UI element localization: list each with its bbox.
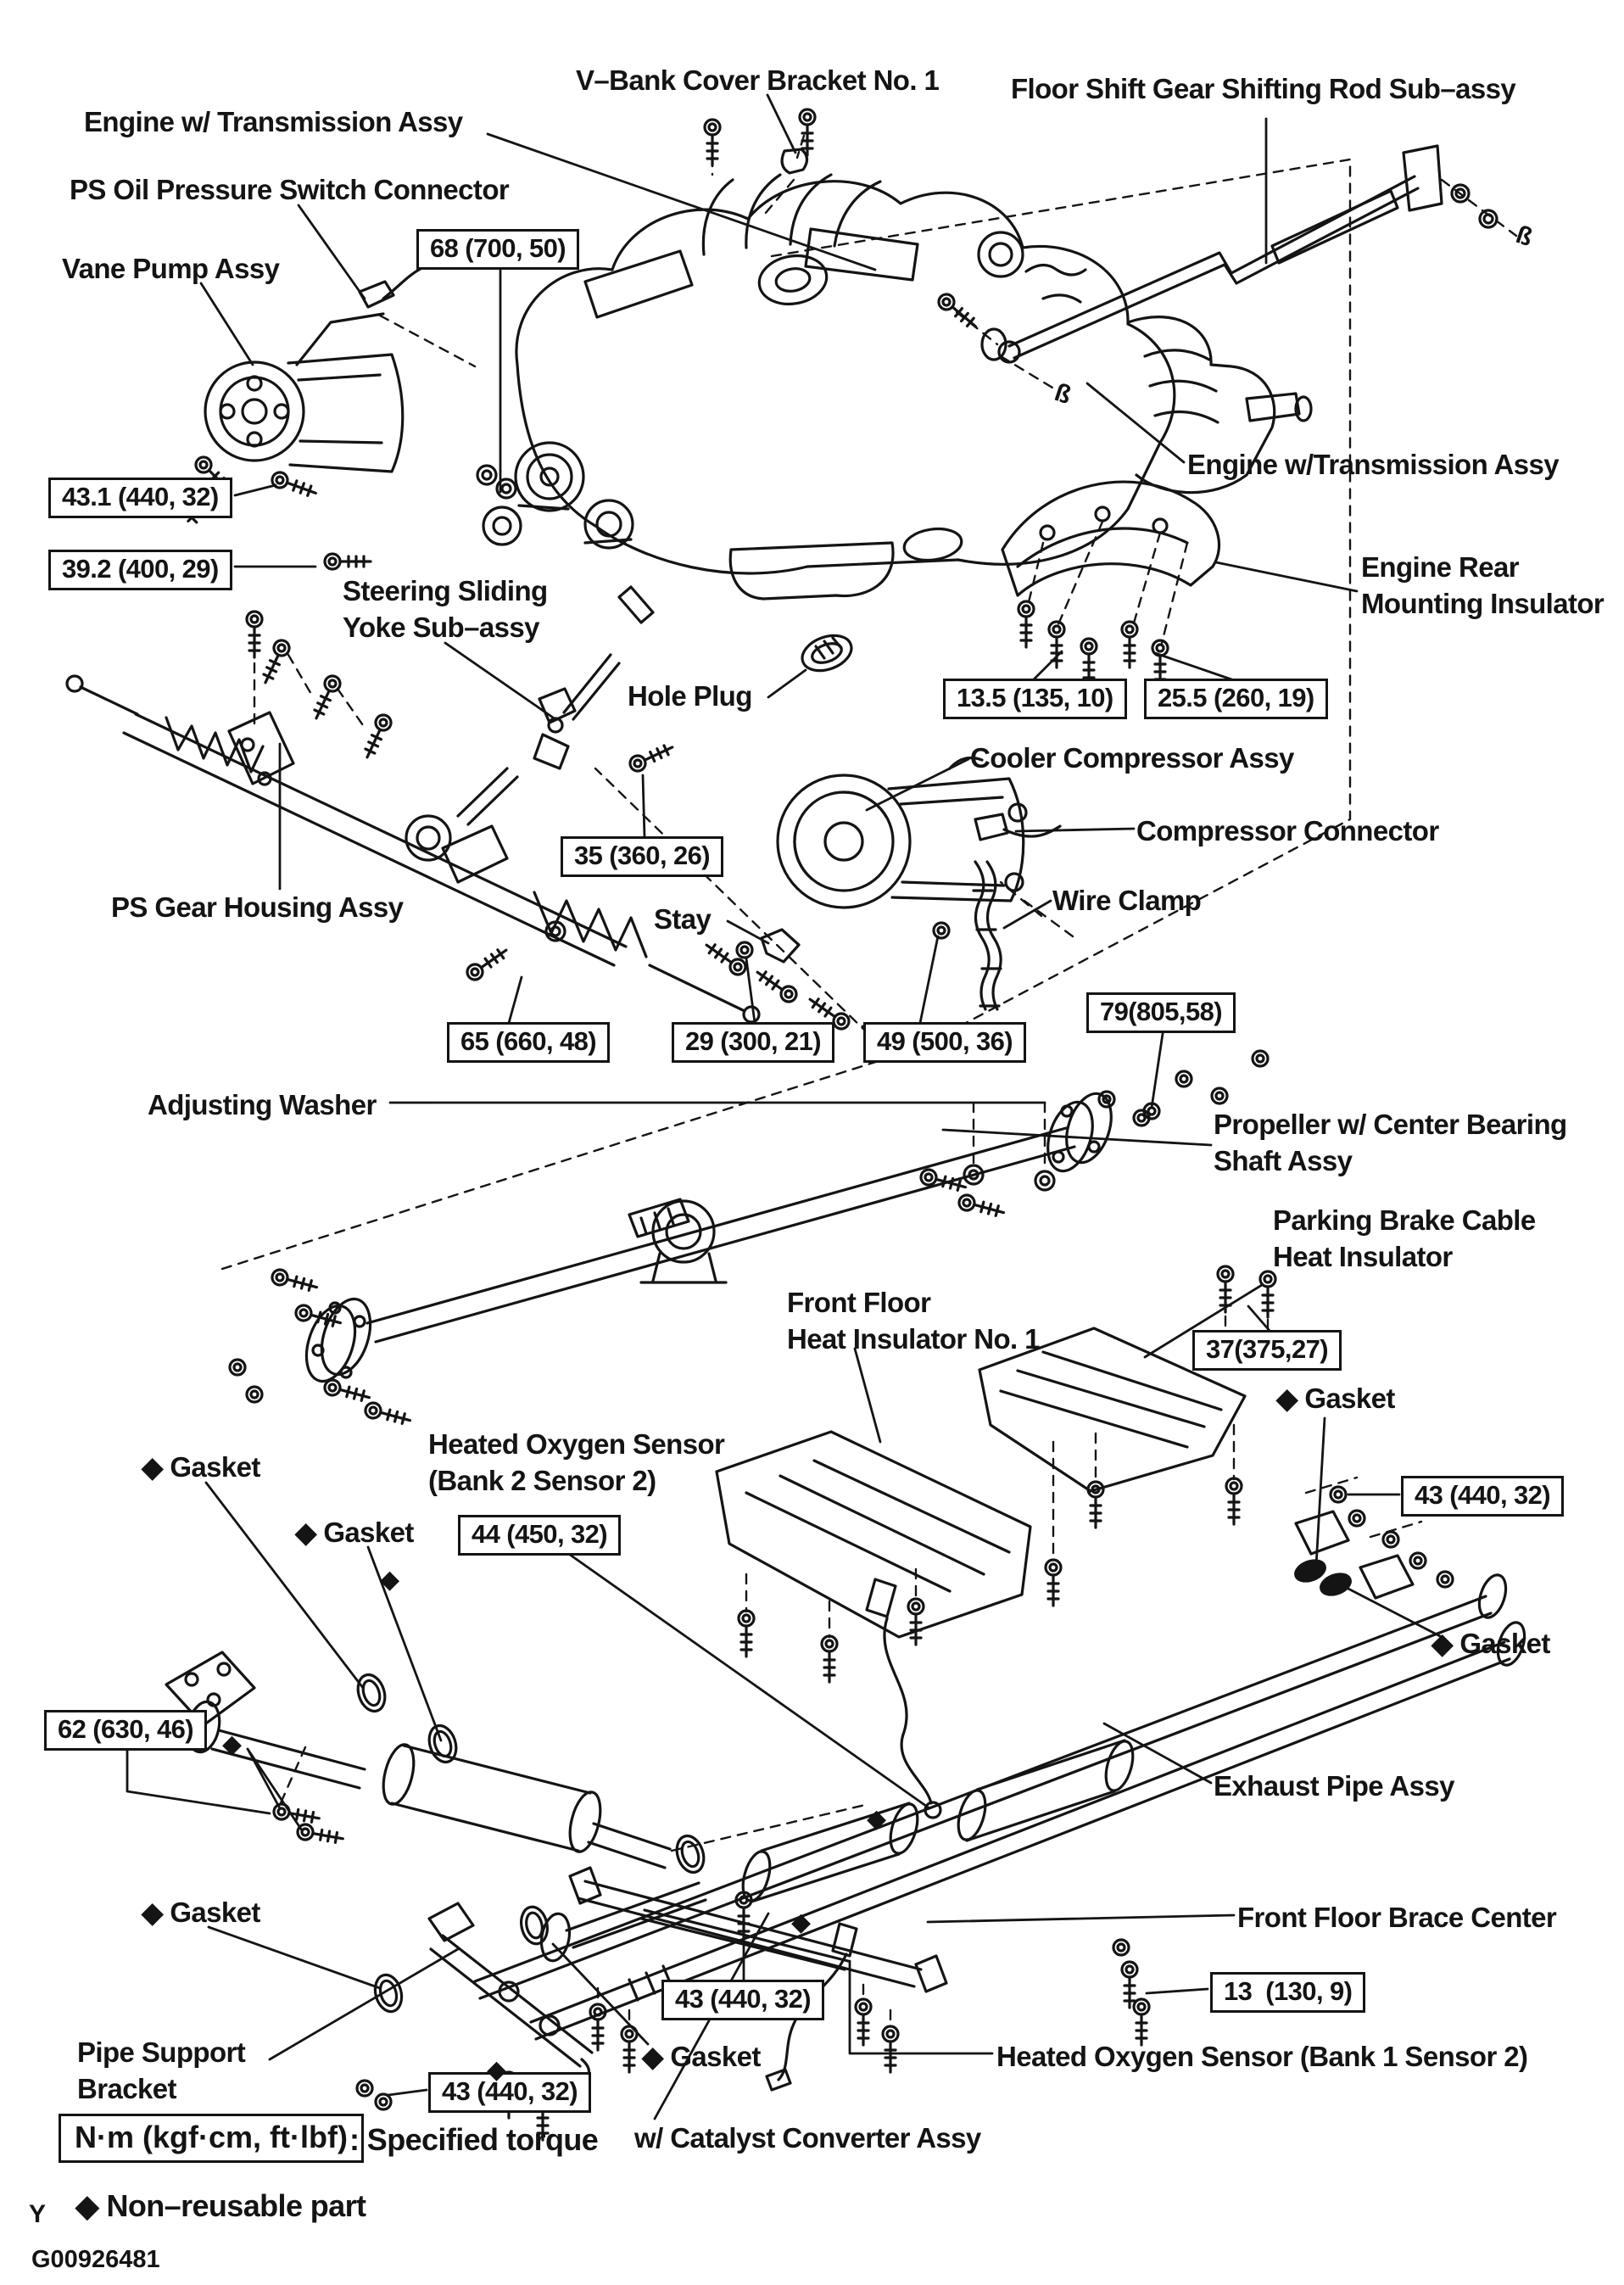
part-label-wire-clamp: Wire Clamp	[1052, 885, 1202, 916]
part-label-gasket-right-upper: ◆ Gasket	[1276, 1383, 1395, 1414]
sliding-yoke-art	[533, 585, 678, 775]
part-label-front-floor-brace-center: Front Floor Brace Center	[1237, 1902, 1557, 1933]
exhaust-pipe-art	[473, 1485, 1526, 2041]
nonreusable-diamond: ◆	[791, 1908, 812, 1936]
propeller-shaft-art	[228, 1049, 1277, 1429]
torque-spec-43-right: 43 (440, 32)	[1401, 1476, 1564, 1517]
part-label-ps-oil-pressure-switch: PS Oil Pressure Switch Connector	[70, 174, 510, 205]
part-label-parking-brake-insulator: Parking Brake Cable Heat Insulator	[1273, 1204, 1536, 1272]
torque-spec-43-center: 43 (440, 32)	[661, 1980, 824, 2021]
floor-brace-art	[568, 1866, 1151, 2074]
part-label-vane-pump: Vane Pump Assy	[62, 253, 280, 284]
catalyst-pipe-art	[165, 1651, 753, 2016]
part-label-gasket-left-lower: ◆ Gasket	[295, 1517, 414, 1548]
nonreusable-diamond: ◆	[380, 1566, 400, 1594]
part-label-v-bank-cover-bracket: V–Bank Cover Bracket No. 1	[576, 64, 940, 96]
nonreusable-diamond: ◆	[487, 2056, 507, 2084]
part-label-w-catalyst-converter: w/ Catalyst Converter Assy	[634, 2122, 981, 2154]
floor-shift-rod-art	[934, 144, 1498, 364]
legend-torque-unit-box: N·m (kgf·cm, ft·lbf)	[59, 2114, 364, 2163]
torque-spec-68: 68 (700, 50)	[416, 229, 579, 271]
part-label-gasket-right-lower: ◆ Gasket	[1431, 1628, 1550, 1659]
part-label-heated-o2-bank2: Heated Oxygen Sensor (Bank 2 Sensor 2)	[428, 1428, 725, 1496]
part-label-floor-shift-rod: Floor Shift Gear Shifting Rod Sub–assy	[1011, 73, 1516, 104]
torque-spec-65: 65 (660, 48)	[447, 1022, 610, 1064]
nonreusable-diamond: ◆	[867, 1805, 887, 1833]
legend-axis-letter: Y	[29, 2200, 47, 2228]
part-label-hole-plug: Hole Plug	[628, 680, 752, 712]
nonreusable-diamond: ◆	[222, 1730, 243, 1758]
torque-spec-35: 35 (360, 26)	[561, 836, 723, 878]
torque-spec-13-5: 13.5 (135, 10)	[943, 679, 1127, 720]
part-label-adjusting-washer: Adjusting Washer	[148, 1089, 377, 1120]
part-label-engine-rear-mounting: Engine Rear Mounting Insulator	[1361, 551, 1604, 619]
part-label-heated-o2-bank1: Heated Oxygen Sensor (Bank 1 Sensor 2)	[996, 2041, 1528, 2072]
clip-symbol: ß	[1051, 378, 1075, 411]
torque-spec-43-1: 43.1 (440, 32)	[48, 478, 232, 519]
part-label-engine-w-transmission-right: Engine w/Transmission Assy	[1187, 449, 1560, 480]
part-label-exhaust-pipe: Exhaust Pipe Assy	[1214, 1770, 1454, 1802]
leader-lines	[126, 93, 1443, 2120]
part-label-gasket-bottom-left: ◆ Gasket	[142, 1897, 260, 1928]
part-label-ps-gear-housing: PS Gear Housing Assy	[111, 891, 404, 923]
vane-pump-art	[157, 261, 517, 571]
compressor-art	[700, 757, 1062, 1061]
dashed-lines	[220, 134, 1518, 2029]
part-label-cooler-compressor: Cooler Compressor Assy	[970, 742, 1294, 774]
part-label-engine-w-transmission-left: Engine w/ Transmission Assy	[84, 106, 463, 137]
oxygen-sensor-art	[765, 1578, 942, 2092]
part-label-front-floor-insulator: Front Floor Heat Insulator No. 1	[787, 1287, 1041, 1355]
torque-spec-43-left: 43 (440, 32)	[428, 2072, 591, 2114]
part-label-gasket-bottom-center: ◆ Gasket	[642, 2041, 761, 2072]
legend-nonreusable-part: ◆ Non–reusable part	[75, 2188, 366, 2223]
torque-spec-79: 79(805,58)	[1086, 992, 1236, 1034]
clip-symbol: ß	[1512, 221, 1537, 253]
part-label-pipe-support-bracket: Pipe Support Bracket	[77, 2036, 246, 2104]
torque-spec-25-5: 25.5 (260, 19)	[1144, 679, 1328, 720]
part-label-steering-sliding-yoke: Steering Sliding Yoke Sub–assy	[343, 575, 548, 643]
heat-insulator-art	[715, 1327, 1247, 1684]
legend-torque-meaning: : Specified torque	[349, 2122, 599, 2157]
torque-spec-62: 62 (630, 46)	[44, 1710, 207, 1751]
torque-spec-39-2: 39.2 (400, 29)	[48, 550, 232, 591]
part-label-compressor-connector: Compressor Connector	[1136, 815, 1439, 846]
part-label-propeller-shaft: Propeller w/ Center Bearing Shaft Assy	[1214, 1109, 1567, 1176]
steering-rack-art	[65, 610, 761, 1024]
hole-plug-art	[801, 634, 853, 673]
torque-spec-13: 13 (130, 9)	[1210, 1972, 1366, 2014]
figure-code: G00926481	[31, 2246, 160, 2273]
part-label-gasket-left-upper: ◆ Gasket	[142, 1451, 260, 1483]
part-label-stay: Stay	[654, 903, 712, 935]
torque-spec-44: 44 (450, 32)	[458, 1515, 621, 1556]
torque-spec-37: 37(375,27)	[1192, 1330, 1342, 1372]
torque-spec-49: 49 (500, 36)	[863, 1022, 1026, 1064]
torque-spec-29: 29 (300, 21)	[672, 1022, 834, 1064]
engine-art	[482, 108, 1313, 601]
rear-mount-art	[1001, 480, 1220, 688]
